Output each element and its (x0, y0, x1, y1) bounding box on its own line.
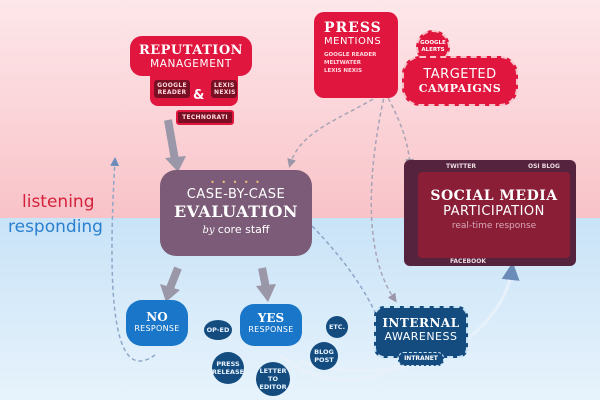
facebook-label: FACEBOOK (450, 258, 486, 265)
curve-yes-to-internal (279, 353, 406, 382)
yes-response-box: YES RESPONSE (240, 304, 302, 346)
output-letter-to-editor: LETTER TO EDITOR (256, 362, 290, 396)
twitter-label: TWITTER (446, 163, 476, 170)
targeted-line2: CAMPAIGNS (418, 82, 502, 95)
output-op-ed: OP-ED (204, 320, 232, 340)
reputation-title: REPUTATION (138, 43, 244, 58)
intranet-label: INTRANET (404, 355, 438, 362)
output-press-release: PRESS RELEASE (212, 352, 244, 384)
no-response-box: NO RESPONSE (126, 300, 188, 346)
arrowhead-no (160, 284, 180, 302)
source-lexis-nexis: LEXIS NEXIS (211, 80, 237, 98)
reputation-subtitle: MANAGEMENT (150, 58, 232, 70)
evaluation-box: • • • • • CASE-BY-CASE EVALUATION by cor… (160, 170, 312, 256)
social-media-box: SOCIAL MEDIA PARTICIPATION real-time res… (418, 172, 570, 258)
arrow-reputation-to-evaluation (164, 119, 179, 161)
internal-awareness-box: INTERNAL AWARENESS (374, 306, 468, 358)
osi-blog-label: OSI BLOG (528, 163, 560, 170)
evaluation-by: by (202, 225, 215, 236)
internal-line2: AWARENESS (384, 330, 458, 343)
press-source-lexis-nexis: LEXIS NEXIS (324, 68, 363, 74)
targeted-line1: TARGETED (423, 67, 497, 82)
press-mentions-box: PRESS MENTIONS GOOGLE READER MELTWATER L… (314, 12, 398, 98)
no-response-line1: NO (146, 310, 168, 324)
output-etc: ETC. (326, 316, 348, 338)
dashed-press-to-internal (370, 91, 397, 303)
arrow-eval-to-no (166, 266, 182, 290)
dashed-press-to-eval (287, 91, 386, 168)
evaluation-staff: core staff (217, 223, 270, 236)
source-technorati: TECHNORATI (176, 110, 234, 125)
press-title: PRESS (324, 20, 382, 36)
source-google-reader: GOOGLE READER (154, 80, 190, 98)
social-line3: real-time response (451, 221, 537, 231)
social-line1: SOCIAL MEDIA (430, 188, 558, 204)
yes-response-line2: RESPONSE (248, 325, 294, 334)
press-subtitle: MENTIONS (324, 36, 382, 47)
arrowhead-reputation (165, 156, 186, 172)
intranet-badge: INTRANET (398, 352, 444, 366)
dashed-eval-to-internal (311, 225, 379, 319)
ampersand: & (193, 88, 205, 103)
yes-response-line1: YES (257, 311, 285, 325)
no-response-line2: RESPONSE (134, 324, 180, 333)
press-source-meltwater: MELTWATER (324, 60, 361, 66)
reputation-management-box: REPUTATION MANAGEMENT (130, 36, 252, 76)
google-alerts-label: GOOGLE ALERTS (420, 40, 446, 53)
evaluation-ornament-top: • • • • • (210, 178, 262, 187)
dashed-no-back-to-eval (110, 157, 156, 362)
output-blog-post: BLOG POST (310, 342, 338, 370)
internal-line1: INTERNAL (382, 316, 460, 330)
evaluation-line1: CASE-BY-CASE (186, 187, 286, 202)
listening-label: listening (22, 192, 95, 212)
press-source-google-reader: GOOGLE READER (324, 52, 377, 58)
arrow-eval-to-yes (258, 267, 270, 289)
arrowhead-yes (256, 284, 276, 302)
social-line2: PARTICIPATION (443, 204, 545, 219)
targeted-campaigns-box: TARGETED CAMPAIGNS (402, 56, 518, 106)
evaluation-line2: EVALUATION (173, 202, 299, 221)
dashed-press-to-social (384, 91, 415, 168)
responding-label: responding (8, 217, 103, 237)
